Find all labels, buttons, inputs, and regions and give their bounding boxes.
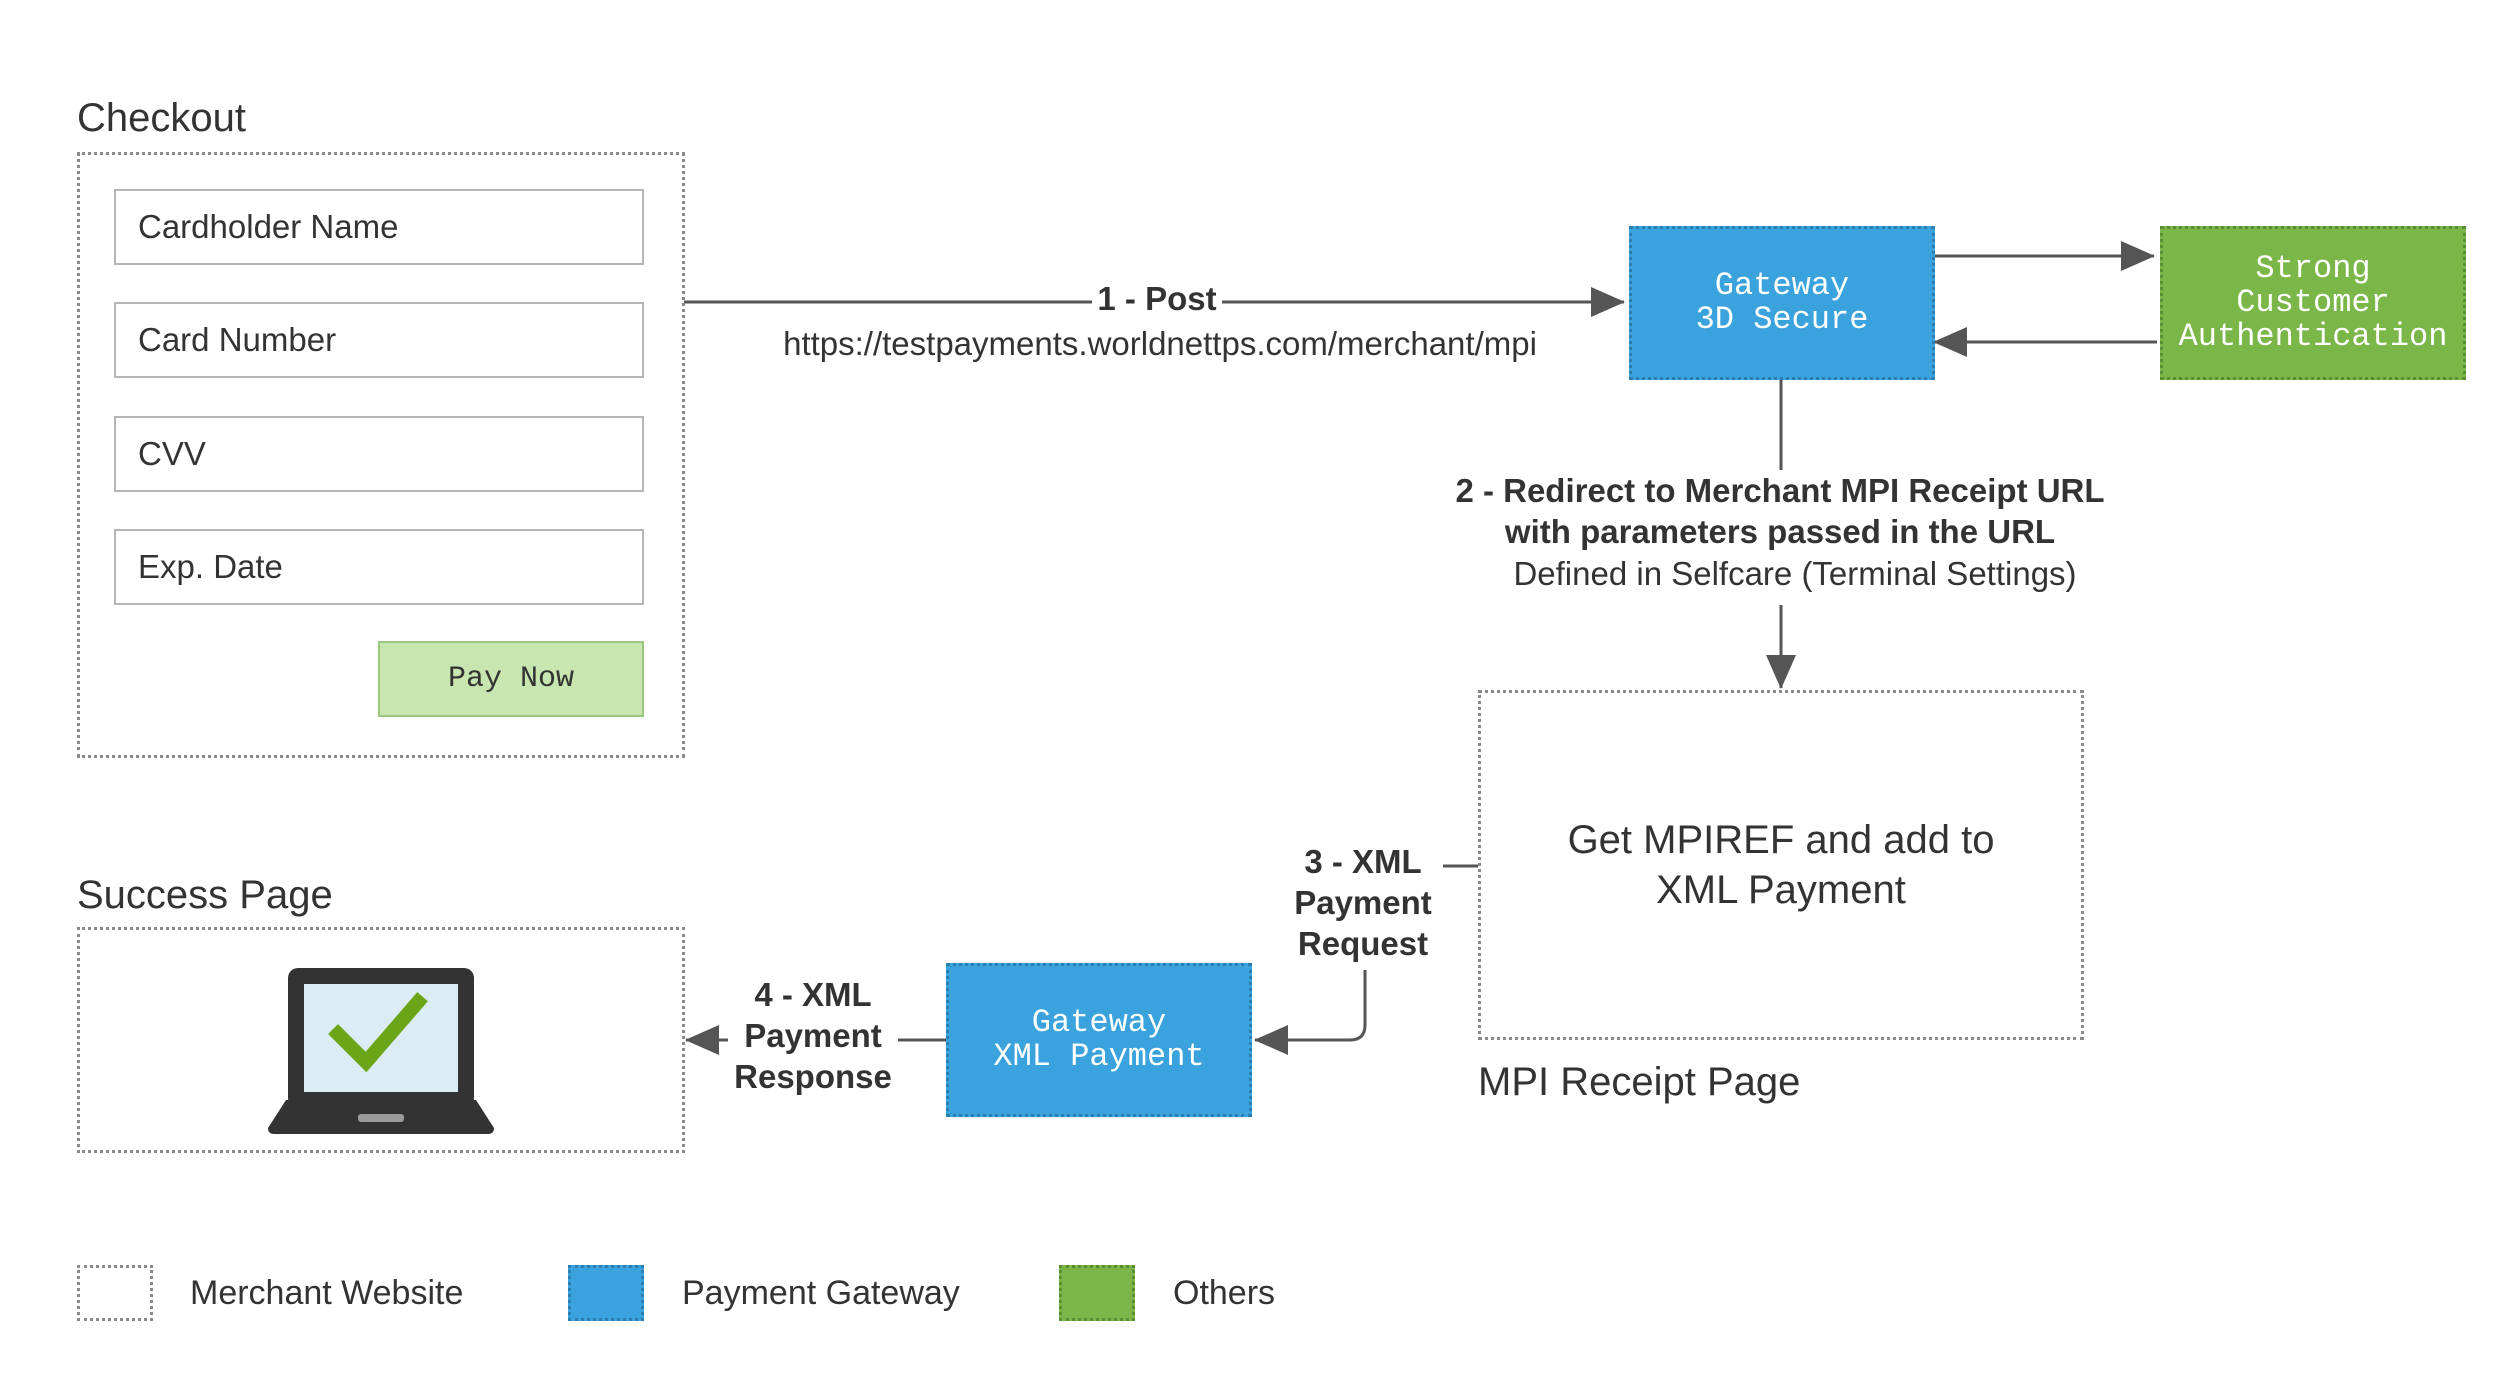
edge-label-step2: 2 - Redirect to Merchant MPI Receipt URL… [1440, 470, 2120, 552]
edge-label-step4: 4 - XML Payment Response [728, 974, 898, 1097]
exp-date-field[interactable]: Exp. Date [114, 529, 644, 605]
legend-swatch-payment-gateway [568, 1265, 644, 1321]
mpi-receipt-title: MPI Receipt Page [1478, 1060, 1801, 1104]
checkout-title: Checkout [77, 96, 246, 140]
mpi-receipt-container: Get MPIREF and add to XML Payment [1478, 690, 2084, 1040]
card-number-field[interactable]: Card Number [114, 302, 644, 378]
laptop-checkmark-icon [268, 968, 494, 1134]
pay-now-button[interactable]: Pay Now [378, 641, 644, 717]
gateway-3d-secure-node: Gateway 3D Secure [1629, 226, 1935, 380]
cardholder-name-field[interactable]: Cardholder Name [114, 189, 644, 265]
checkout-container [77, 152, 685, 758]
edge-label-step2-note: Defined in Selfcare (Terminal Settings) [1470, 552, 2120, 596]
edge-label-step3: 3 - XML Payment Request [1283, 841, 1443, 964]
legend-label-others: Others [1173, 1274, 1276, 1312]
edge-label-step1-url: https://testpayments.worldnettps.com/mer… [720, 322, 1600, 366]
success-page-container [77, 927, 685, 1153]
success-page-title: Success Page [77, 873, 333, 917]
gateway-xml-payment-node: Gateway XML Payment [946, 963, 1252, 1117]
edge-label-step1: 1 - Post [1092, 277, 1222, 321]
mpi-receipt-body: Get MPIREF and add to XML Payment [1567, 818, 1995, 912]
edge-step3 [1255, 864, 1478, 1040]
legend-label-merchant-website: Merchant Website [190, 1274, 464, 1312]
legend-label-payment-gateway: Payment Gateway [682, 1274, 960, 1312]
strong-customer-authentication-node: Strong Customer Authentication [2160, 226, 2466, 380]
legend-swatch-others [1059, 1265, 1135, 1321]
legend-swatch-merchant-website [77, 1265, 153, 1321]
cvv-field[interactable]: CVV [114, 416, 644, 492]
